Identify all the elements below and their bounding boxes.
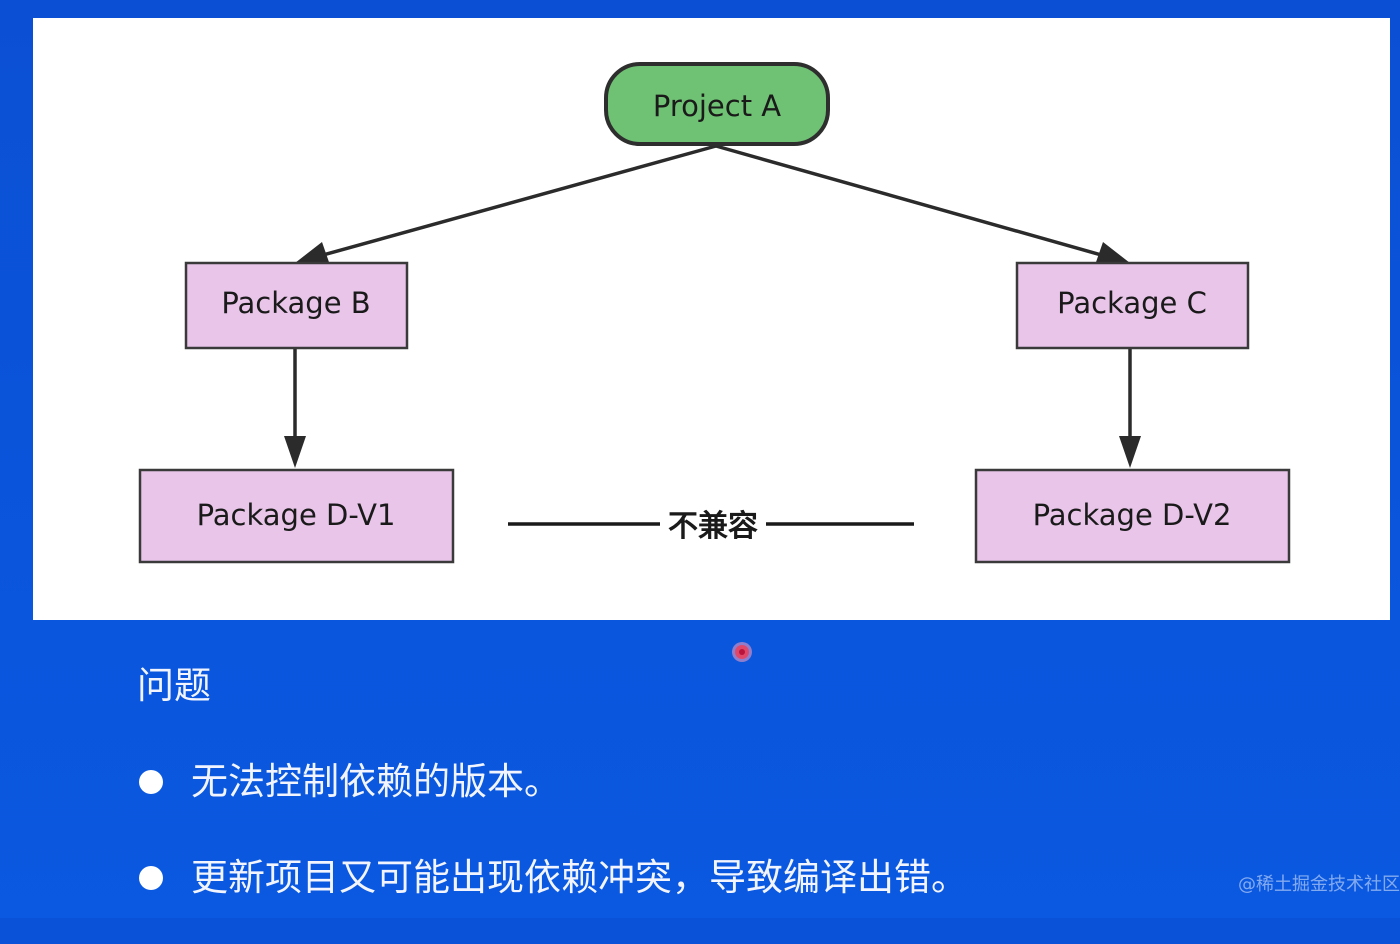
edge-project-a-to-package-c: [715, 144, 1120, 262]
node-label-package-c: Package C: [1057, 286, 1207, 320]
problem-list: 无法控制依赖的版本。 更新项目又可能出现依赖冲突，导致编译出错。: [137, 752, 968, 944]
node-package-c: Package C: [1015, 261, 1250, 350]
list-item: 无法控制依赖的版本。: [137, 752, 968, 812]
bullet-icon: [139, 866, 163, 890]
edge-project-a-to-package-b: [304, 144, 717, 262]
node-label-project-a: Project A: [653, 89, 781, 123]
node-label-package-b: Package B: [221, 286, 370, 320]
dependency-diagram: Project A Package B Package C Package D-…: [138, 62, 1291, 564]
laser-pointer-dot: [735, 645, 749, 659]
list-item: 更新项目又可能出现依赖冲突，导致编译出错。: [137, 848, 968, 908]
bullet-icon: [139, 770, 163, 794]
conflict-label: 不兼容: [668, 509, 758, 544]
node-package-d-v1: Package D-V1: [138, 468, 455, 564]
diagram-panel: Project A Package B Package C Package D-…: [33, 18, 1390, 620]
arrowhead-package-d-v2: [1119, 436, 1141, 468]
watermark: @稀土掘金技术社区: [1238, 874, 1400, 895]
arrowhead-package-c: [1095, 242, 1130, 265]
conflict-connector: 不兼容: [508, 509, 914, 544]
node-label-package-d-v2: Package D-V2: [1033, 498, 1232, 532]
list-item-text: 更新项目又可能出现依赖冲突，导致编译出错。: [191, 856, 968, 899]
arrowhead-package-d-v1: [284, 436, 306, 468]
arrowhead-package-b: [295, 242, 330, 265]
node-project-a: Project A: [604, 62, 830, 146]
list-item-text: 无法控制依赖的版本。: [191, 760, 561, 803]
edges: [284, 144, 1141, 468]
node-package-b: Package B: [184, 261, 409, 350]
section-heading: 问题: [137, 664, 211, 707]
node-label-package-d-v1: Package D-V1: [197, 498, 396, 532]
node-package-d-v2: Package D-V2: [974, 468, 1291, 564]
